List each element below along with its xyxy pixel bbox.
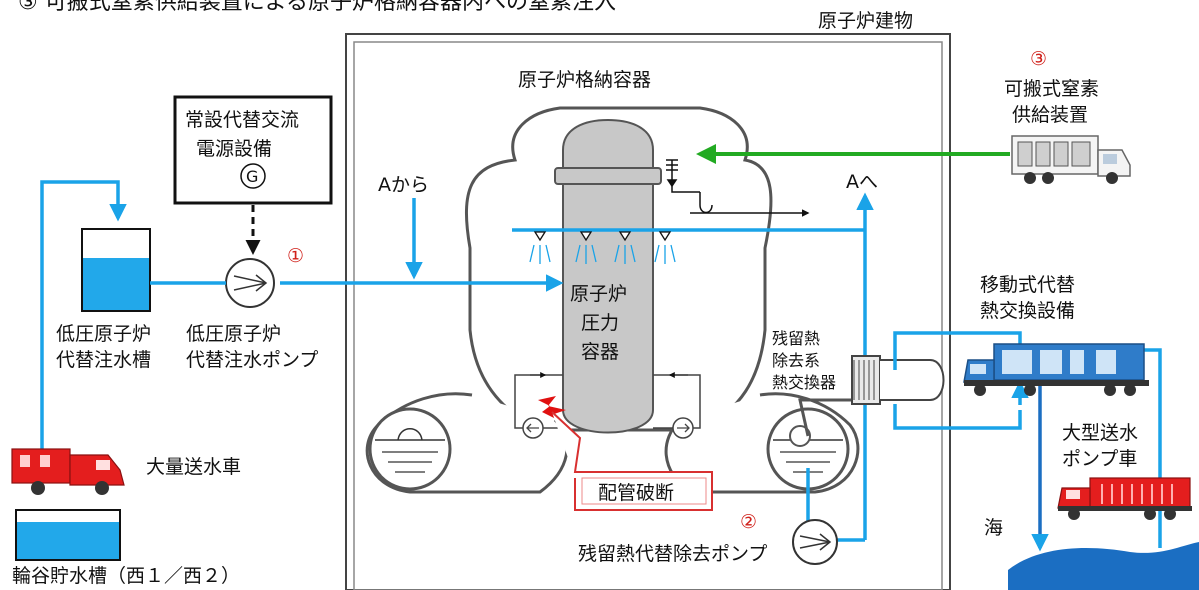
n2-supply-label-2: 供給装置	[1012, 104, 1088, 126]
pressure-vessel-label-3: 容器	[581, 341, 619, 363]
storage-supply-line	[40, 180, 127, 452]
rhr-pump-label: 残留熱代替除去ポンプ	[578, 543, 767, 565]
containment-vessel-label: 原子炉格納容器	[518, 69, 651, 91]
mobile-hx-label-1: 移動式代替	[980, 274, 1075, 296]
n2-supply-label-1: 可搬式窒素	[1004, 78, 1099, 100]
rhr-hx-label-1: 残留熱	[772, 329, 820, 348]
nitrogen-supply-truck-icon	[1011, 135, 1131, 184]
large-water-truck-label: 大量送水車	[146, 456, 241, 478]
rhr-hx-label-2: 除去系	[772, 351, 820, 370]
lp-pump-label-1: 低圧原子炉	[186, 323, 281, 345]
large-water-truck-icon	[11, 448, 125, 495]
mobile-hx-label-2: 熱交換設備	[980, 300, 1075, 322]
storage-tank	[15, 509, 121, 561]
pressure-vessel-label-2: 圧力	[581, 312, 619, 334]
spray-nozzle-icon	[533, 231, 672, 242]
recirc-pump-left-icon	[522, 417, 544, 439]
marker-3: ③	[1030, 48, 1047, 70]
diagram-title: ③ 可搬式窒素供給装置による原子炉格納容器内への窒素注入	[18, 0, 616, 15]
suppression-pool-left	[368, 407, 452, 491]
rhr-hx-label-3: 熱交換器	[772, 373, 836, 392]
generator-label: G	[246, 167, 258, 186]
reactor-building-inner	[353, 41, 943, 590]
sea-label: 海	[984, 517, 1003, 539]
mobile-hx-truck-icon	[963, 343, 1149, 396]
suppression-pool-right	[766, 407, 850, 491]
marker-1: ①	[287, 245, 304, 267]
ac-power-label-2: 電源設備	[196, 138, 272, 160]
large-pump-truck-icon	[1057, 477, 1192, 520]
lp-injection-tank	[81, 228, 151, 312]
spray-droplets	[529, 244, 676, 264]
rhr-hx-pipe	[798, 398, 855, 437]
marker-2: ②	[740, 511, 757, 533]
tank-label-1: 低圧原子炉	[56, 323, 151, 345]
lp-injection-pump-icon	[225, 258, 275, 308]
recirc-pump-right-icon	[672, 417, 694, 439]
tank-label-2: 代替注水槽	[56, 349, 151, 371]
large-pump-truck-label-2: ポンプ車	[1062, 448, 1137, 470]
to-a-label: Aへ	[846, 171, 878, 193]
from-a-label: Aから	[378, 174, 429, 196]
rhr-heat-exchanger	[851, 355, 945, 405]
reactor-building-label: 原子炉建物	[818, 10, 913, 32]
pipe-break-icon	[538, 396, 566, 422]
lp-pump-label-2: 代替注水ポンプ	[186, 349, 318, 371]
generator-icon: G	[240, 163, 266, 189]
reactor-pressure-vessel	[554, 118, 662, 434]
pressure-vessel-label-1: 原子炉	[570, 283, 627, 305]
pipe-break-box	[581, 477, 707, 505]
ac-power-label-1: 常設代替交流	[185, 109, 299, 131]
storage-tank-label: 輪谷貯水槽（西１／西２）	[12, 565, 240, 587]
rhr-pump-icon	[792, 519, 838, 565]
sea	[1008, 542, 1199, 590]
nitrogen-valve-icon	[666, 159, 810, 217]
pipe-break-label: 配管破断	[598, 482, 674, 504]
large-pump-truck-label-1: 大型送水	[1062, 422, 1138, 444]
